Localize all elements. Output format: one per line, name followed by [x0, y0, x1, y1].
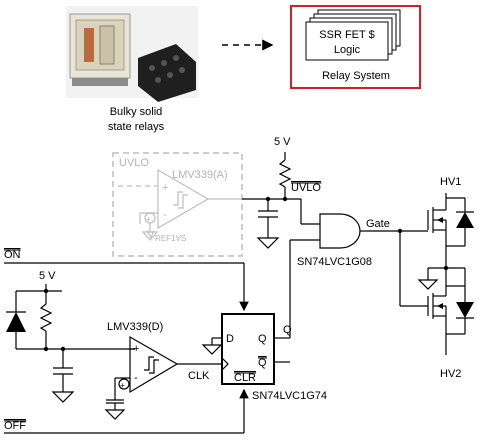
ff-pin-d: D [226, 333, 234, 345]
stack-text-line1: SSR FET $ [319, 29, 374, 41]
hv2-label: HV2 [440, 368, 461, 380]
mosfet-hv1 [427, 193, 474, 253]
svg-text:+: + [120, 381, 125, 390]
relay-system-label: Relay System [322, 70, 390, 82]
flipflop-block [221, 313, 275, 385]
vref-label: V [147, 229, 155, 241]
comparator-a-symbol [157, 168, 210, 230]
stack-text-line2: Logic [334, 44, 361, 56]
comparator-d-symbol [129, 335, 179, 394]
gate-label: Gate [366, 218, 390, 230]
clk-label: CLK [188, 370, 210, 382]
stacked-cards-icon [305, 9, 401, 61]
supply-5v-left: 5 V [39, 270, 56, 282]
svg-text:+: + [146, 215, 151, 224]
and-gate-symbol [319, 213, 361, 249]
ff-pin-qbar: Q [258, 357, 267, 369]
uvlo-bar-label: UVLO [291, 182, 321, 194]
relay-caption-line2: state relays [108, 121, 165, 133]
and-gate-part: SN74LVC1G08 [297, 256, 372, 268]
relay-photo [66, 6, 198, 102]
uvlo-block-label: UVLO [119, 157, 149, 169]
relay-caption-line1: Bulky solid [110, 106, 163, 118]
comparator-a-label: LMV339(A) [172, 169, 228, 181]
vref-subscript: REF1VS [155, 234, 186, 243]
on-bar-label: ON [4, 249, 21, 261]
comparator-d-label: LMV339(D) [107, 321, 163, 333]
hv1-label: HV1 [440, 176, 461, 188]
supply-5v-top: 5 V [274, 136, 291, 148]
svg-text:+: + [133, 343, 139, 355]
resistor-icon [39, 303, 53, 332]
ff-pin-q: Q [258, 333, 267, 345]
svg-text:+: + [162, 182, 168, 194]
ff-pin-clr: CLR [234, 372, 256, 384]
uvlo-block-border [112, 152, 243, 257]
off-bar-label: OFF [4, 420, 26, 432]
diode-icon [6, 312, 26, 332]
mosfet-hv2 [427, 280, 474, 355]
svg-text:-: - [163, 209, 167, 221]
q-output-label: Q [283, 324, 292, 336]
svg-text:-: - [134, 372, 138, 384]
flipflop-part: SN74LVC1G74 [252, 390, 327, 402]
